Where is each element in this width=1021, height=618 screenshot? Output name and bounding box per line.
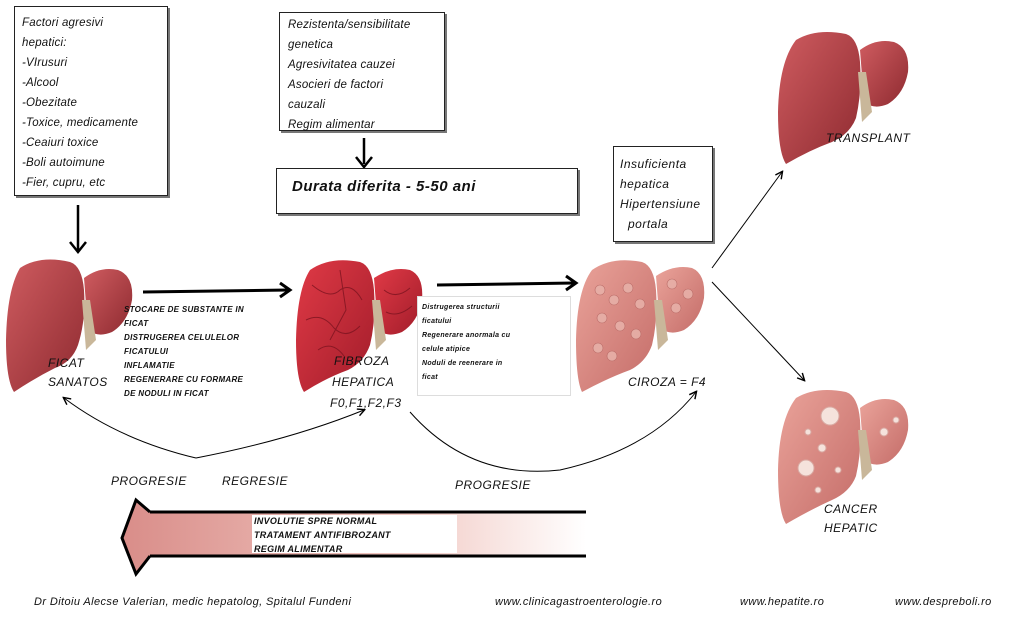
complication-line: Hipertensiune — [620, 197, 701, 211]
stage1-line: REGENERARE CU FORMARE — [124, 375, 244, 384]
regression-measures: INVOLUTIE SPRE NORMAL TRATAMENT ANTIFIBR… — [254, 514, 391, 556]
modulating-line: Rezistenta/sensibilitate — [288, 19, 411, 31]
factor-line: -Toxice, medicamente — [22, 117, 139, 129]
fibrosis-label-line3: F0,F1,F2,F3 — [330, 396, 402, 410]
stage2-line: Noduli de reenerare in — [422, 360, 503, 367]
footer-site-link[interactable]: www.despreboli.ro — [895, 596, 992, 608]
stage2-line: ficatului — [422, 318, 452, 325]
stage1-description: STOCARE DE SUBSTANTE IN FICAT DISTRUGERE… — [124, 303, 244, 401]
factor-line: -Obezitate — [22, 97, 78, 109]
factor-line: -Fier, cupru, etc — [22, 177, 106, 189]
transplant-label: TRANSPLANT — [826, 131, 911, 145]
factor-line: -Ceaiuri toxice — [22, 137, 99, 149]
progresie-label-right: PROGRESIE — [455, 478, 531, 492]
modulating-factors-list: Rezistenta/sensibilitate genetica Agresi… — [288, 15, 410, 135]
regression-big-arrow — [120, 497, 586, 578]
modulating-factors-box: Rezistenta/sensibilitate genetica Agresi… — [279, 12, 445, 131]
stage1-line: FICATULUI — [124, 347, 169, 356]
measure-line: TRATAMENT ANTIFIBROZANT — [254, 530, 391, 540]
complication-line: portala — [628, 217, 669, 231]
stage2-description-box: Distrugerea structurii ficatului Regener… — [417, 296, 571, 396]
modulating-line: cauzali — [288, 99, 326, 111]
down-arrows — [69, 138, 373, 255]
stage1-line: DE NODULI IN FICAT — [124, 389, 209, 398]
aggressive-factors-box: Factori agresivi hepatici: -VIrusuri -Al… — [14, 6, 168, 196]
modulating-line: Agresivitatea cauzei — [288, 59, 395, 71]
modulating-line: Asocieri de factori — [288, 79, 384, 91]
factor-line: Factori agresivi — [22, 17, 104, 29]
footer-site-link[interactable]: www.clinicagastroenterologie.ro — [495, 596, 663, 608]
measure-line: REGIM ALIMENTAR — [254, 544, 343, 554]
aggressive-factors-list: Factori agresivi hepatici: -VIrusuri -Al… — [22, 13, 138, 193]
stage1-line: FICAT — [124, 319, 149, 328]
complications-box: Insuficienta hepatica Hipertensiune port… — [613, 146, 713, 242]
complication-line: Insuficienta — [620, 157, 687, 171]
stage2-line: Regenerare anormala cu — [422, 332, 511, 339]
stage2-description: Distrugerea structurii ficatului Regener… — [422, 301, 510, 385]
stage1-line: DISTRUGEREA CELULELOR — [124, 333, 240, 342]
cirrhosis-label: CIROZA = F4 — [628, 375, 707, 389]
cancer-liver-image — [778, 390, 909, 524]
modulating-line: Regim alimentar — [288, 119, 375, 131]
duration-text: Durata diferita - 5-50 ani — [292, 178, 476, 195]
duration-box: Durata diferita - 5-50 ani — [276, 168, 578, 214]
stage1-line: INFLAMATIE — [124, 361, 175, 370]
fibrosis-label-line1: FIBROZA — [334, 354, 390, 368]
progresie-label-left: PROGRESIE — [111, 474, 187, 488]
healthy-label-line2: SANATOS — [48, 375, 108, 389]
complications-list: Insuficienta hepatica Hipertensiune port… — [620, 154, 701, 234]
stage2-line: celule atipice — [422, 346, 471, 353]
regresie-label: REGRESIE — [222, 474, 289, 488]
factor-line: -Boli autoimune — [22, 157, 105, 169]
stage2-line: ficat — [422, 374, 438, 381]
complication-line: hepatica — [620, 177, 670, 191]
modulating-line: genetica — [288, 39, 334, 51]
transplant-liver-image — [778, 32, 909, 164]
factor-line: -VIrusuri — [22, 57, 68, 69]
stage1-line: STOCARE DE SUBSTANTE IN — [124, 305, 244, 314]
cancer-label-line2: HEPATIC — [824, 521, 878, 535]
stage2-line: Distrugerea structurii — [422, 304, 500, 311]
healthy-liver-image — [6, 259, 133, 392]
cancer-label-line1: CANCER — [824, 502, 878, 516]
footer-author: Dr Ditoiu Alecse Valerian, medic hepatol… — [34, 596, 352, 608]
cirrhosis-liver-image — [576, 260, 705, 392]
fibrosis-label-line2: HEPATICA — [332, 375, 395, 389]
measure-line: INVOLUTIE SPRE NORMAL — [254, 516, 378, 526]
healthy-label-line1: FICAT — [48, 356, 85, 370]
factor-line: hepatici: — [22, 37, 67, 49]
fibrosis-liver-image — [296, 260, 423, 392]
footer-site-link[interactable]: www.hepatite.ro — [740, 596, 825, 608]
branch-arrows — [64, 172, 804, 472]
factor-line: -Alcool — [22, 77, 59, 89]
